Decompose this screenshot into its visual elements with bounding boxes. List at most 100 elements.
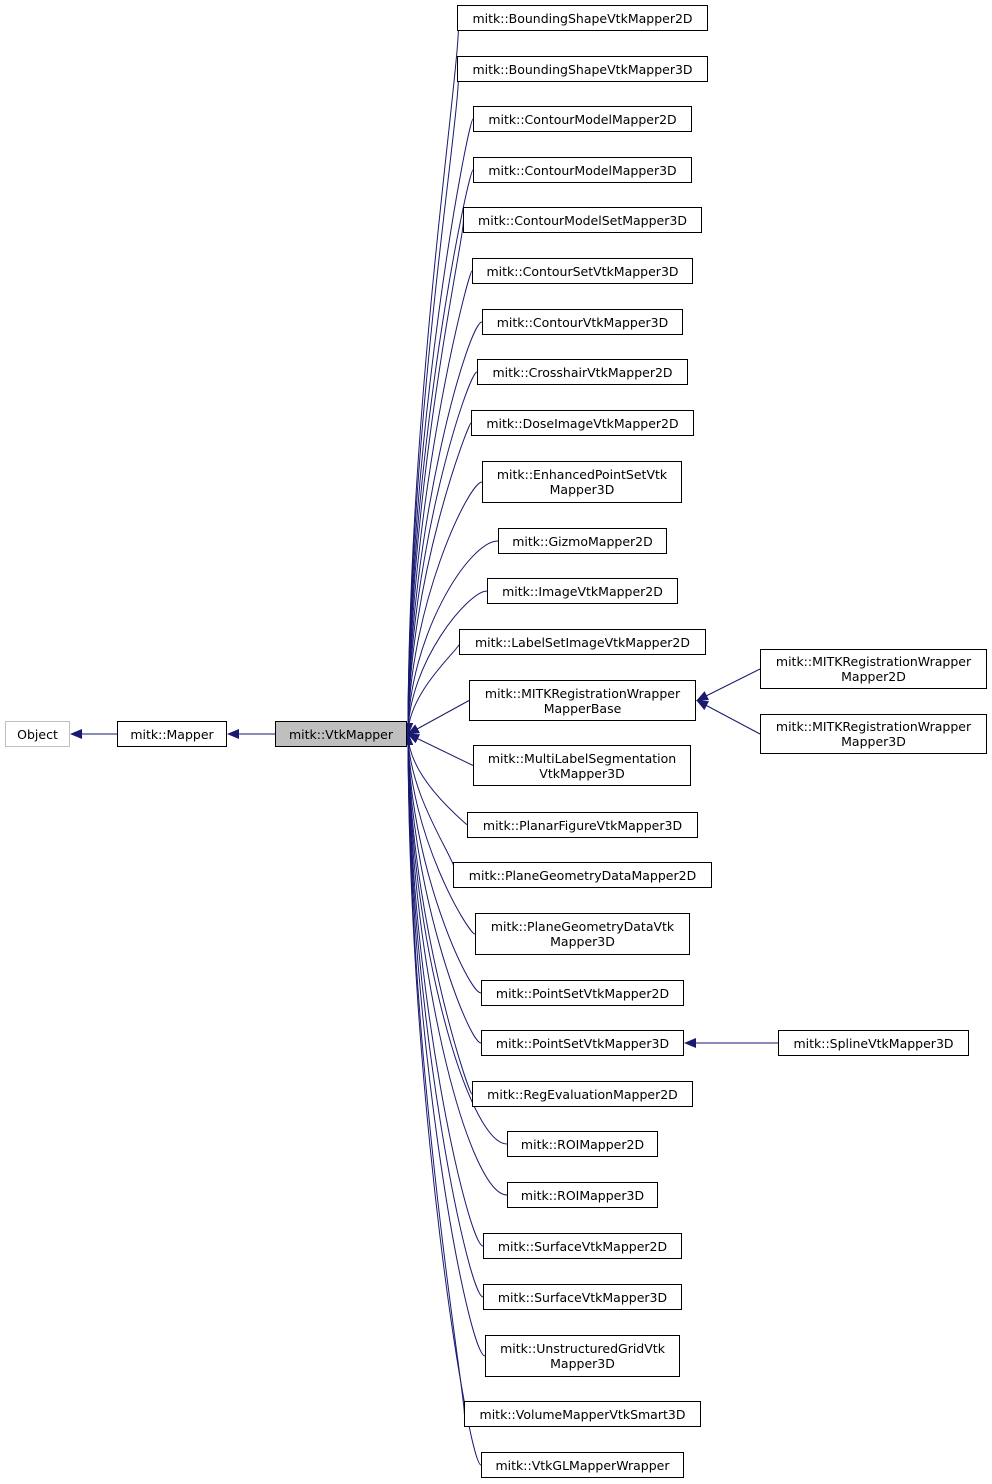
inheritance-edge <box>403 590 488 735</box>
node-label-line: mitk::MITKRegistrationWrapper <box>775 654 972 669</box>
inheritance-edge <box>696 668 761 701</box>
node-roi-mapper3d[interactable]: mitk::ROIMapper3D <box>507 1182 658 1208</box>
node-label-line: mitk::ImageVtkMapper2D <box>502 583 663 599</box>
inheritance-edge <box>403 169 474 735</box>
node-contour-vtkmapper3d[interactable]: mitk::ContourVtkMapper3D <box>482 309 683 335</box>
node-label-line: mitk::BoundingShapeVtkMapper3D <box>472 61 693 77</box>
node-surface-vtkmapper3d[interactable]: mitk::SurfaceVtkMapper3D <box>483 1284 682 1310</box>
node-label-line: mitk::ROIMapper2D <box>520 1136 645 1152</box>
inheritance-edge <box>403 321 483 735</box>
node-label-line: mitk::UnstructuredGridVtk <box>500 1341 665 1356</box>
node-contourmodel-mapper2d[interactable]: mitk::ContourModelMapper2D <box>473 106 692 132</box>
node-label-line: Mapper2D <box>841 669 906 684</box>
node-boundingshape-vtkmapper3d[interactable]: mitk::BoundingShapeVtkMapper3D <box>457 56 708 82</box>
inheritance-edge <box>403 270 473 735</box>
node-contourmodel-mapper3d[interactable]: mitk::ContourModelMapper3D <box>473 157 692 183</box>
node-volumemapper-vtksmart3d[interactable]: mitk::VolumeMapperVtkSmart3D <box>464 1401 701 1427</box>
node-doseimage-vtkmapper2d[interactable]: mitk::DoseImageVtkMapper2D <box>471 410 694 436</box>
inheritance-edge <box>403 733 482 1044</box>
node-roi-mapper2d[interactable]: mitk::ROIMapper2D <box>507 1131 658 1157</box>
node-labelsetimage-vtkmapper2d[interactable]: mitk::LabelSetImageVtkMapper2D <box>459 629 706 655</box>
node-label-line: mitk::SurfaceVtkMapper3D <box>497 1289 668 1305</box>
node-object: Object <box>5 721 70 747</box>
inheritance-edge <box>407 700 470 735</box>
node-label-line: mitk::ROIMapper3D <box>520 1187 645 1203</box>
node-vtkglmapperwrapper[interactable]: mitk::VtkGLMapperWrapper <box>481 1452 684 1478</box>
node-label-line: mitk::VtkMapper <box>288 726 394 742</box>
node-label-line: mitk::PlanarFigureVtkMapper3D <box>482 817 683 833</box>
node-label-line: mitk::SurfaceVtkMapper2D <box>497 1238 668 1254</box>
node-label-line: mitk::GizmoMapper2D <box>512 533 653 549</box>
node-label-line: mitk::RegEvaluationMapper2D <box>487 1086 678 1102</box>
node-pointset-vtkmapper3d[interactable]: mitk::PointSetVtkMapper3D <box>481 1030 684 1056</box>
inheritance-edge <box>403 219 464 735</box>
node-label-line: Mapper3D <box>550 1356 615 1371</box>
node-label-line: MapperBase <box>543 700 622 716</box>
inheritance-edge <box>403 17 459 735</box>
node-planegeometrydata-mapper2d[interactable]: mitk::PlaneGeometryDataMapper2D <box>453 862 712 888</box>
node-mitk-vtkmapper: mitk::VtkMapper <box>275 721 407 747</box>
node-label-line: mitk::PointSetVtkMapper3D <box>495 1035 670 1051</box>
inheritance-edge <box>403 733 484 1247</box>
node-mitk-mapper[interactable]: mitk::Mapper <box>117 721 227 747</box>
inheritance-edge <box>403 371 478 735</box>
node-contourmodelset-mapper3d[interactable]: mitk::ContourModelSetMapper3D <box>463 207 702 233</box>
node-label-line: mitk::PlaneGeometryDataVtk <box>490 919 675 934</box>
inheritance-edge <box>407 733 474 766</box>
node-label-line: mitk::MITKRegistrationWrapper <box>484 685 681 701</box>
inheritance-edge <box>403 733 484 1298</box>
node-spline-vtkmapper3d[interactable]: mitk::SplineVtkMapper3D <box>778 1030 969 1056</box>
node-label-line: Mapper3D <box>841 734 906 749</box>
node-label-line: mitk::VtkGLMapperWrapper <box>495 1457 670 1473</box>
inheritance-edge <box>403 733 508 1145</box>
node-label-line: Mapper3D <box>549 482 615 497</box>
inheritance-edge <box>403 422 472 735</box>
node-image-vtkmapper2d[interactable]: mitk::ImageVtkMapper2D <box>487 578 678 604</box>
node-label-line: Mapper3D <box>550 934 615 949</box>
node-label-line: mitk::ContourSetVtkMapper3D <box>486 263 679 279</box>
node-surface-vtkmapper2d[interactable]: mitk::SurfaceVtkMapper2D <box>483 1233 682 1259</box>
inheritance-edge <box>403 733 482 1466</box>
node-label-line: mitk::SplineVtkMapper3D <box>793 1035 954 1051</box>
node-label-line: mitk::Mapper <box>130 726 214 742</box>
node-label-line: mitk::PlaneGeometryDataMapper2D <box>468 867 697 883</box>
node-label-line: mitk::ContourModelMapper3D <box>488 162 677 178</box>
node-label-line: mitk::CrosshairVtkMapper2D <box>492 364 673 380</box>
node-label-line: mitk::BoundingShapeVtkMapper2D <box>472 10 693 26</box>
inheritance-edge <box>403 733 486 1357</box>
node-label-line: mitk::ContourModelSetMapper3D <box>478 212 687 228</box>
node-label-line: VtkMapper3D <box>539 765 625 781</box>
inheritance-edge <box>403 733 476 935</box>
node-contourset-vtkmapper3d[interactable]: mitk::ContourSetVtkMapper3D <box>472 258 693 284</box>
node-label-line: mitk::MITKRegistrationWrapper <box>775 719 972 734</box>
inheritance-edge <box>403 733 473 1095</box>
node-label-line: mitk::PointSetVtkMapper2D <box>495 985 670 1001</box>
node-crosshair-vtkmapper2d[interactable]: mitk::CrosshairVtkMapper2D <box>477 359 688 385</box>
node-label-line: mitk::LabelSetImageVtkMapper2D <box>474 634 691 650</box>
inheritance-edge <box>696 700 761 735</box>
inheritance-edge <box>403 481 483 735</box>
node-label-line: mitk::DoseImageVtkMapper2D <box>486 415 679 431</box>
node-label-line: mitk::ContourVtkMapper3D <box>496 314 669 330</box>
node-gizmo-mapper2d[interactable]: mitk::GizmoMapper2D <box>498 528 667 554</box>
node-pointset-vtkmapper2d[interactable]: mitk::PointSetVtkMapper2D <box>481 980 684 1006</box>
node-planarfigure-vtkmapper3d[interactable]: mitk::PlanarFigureVtkMapper3D <box>467 812 698 838</box>
node-label-line: Object <box>17 726 58 742</box>
node-label-line: mitk::EnhancedPointSetVtk <box>496 467 668 482</box>
inheritance-edge <box>403 540 499 735</box>
node-boundingshape-vtkmapper2d[interactable]: mitk::BoundingShapeVtkMapper2D <box>457 5 708 31</box>
node-label-line: mitk::MultiLabelSegmentation <box>487 750 677 766</box>
inheritance-edge <box>403 733 482 994</box>
node-label-line: mitk::VolumeMapperVtkSmart3D <box>479 1406 686 1422</box>
inheritance-edge <box>403 733 468 826</box>
node-regevaluation-mapper2d[interactable]: mitk::RegEvaluationMapper2D <box>472 1081 693 1107</box>
